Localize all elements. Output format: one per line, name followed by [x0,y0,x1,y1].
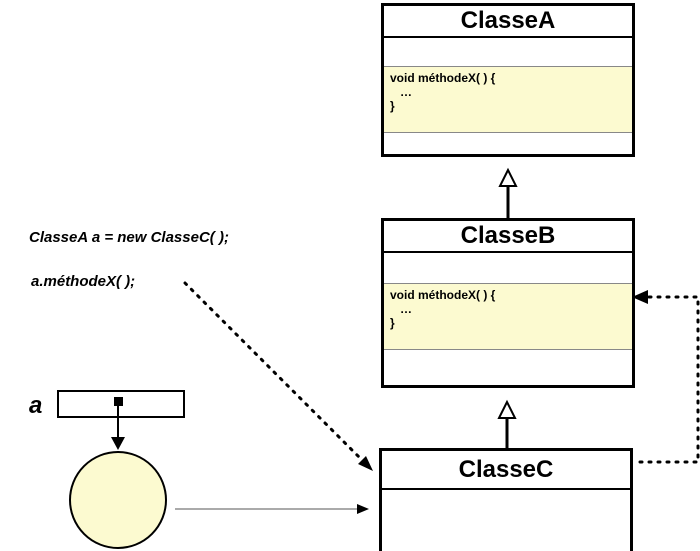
class-a-name: ClasseA [384,6,632,38]
inheritance-arrow-b-to-a [498,167,518,218]
code-method-call: a.méthodeX( ); [31,273,136,290]
class-a-box: ClasseA void méthodeX( ) { … } [381,3,635,157]
reference-dot [114,397,123,406]
code-declaration: ClasseA a = new ClasseC( ); [29,229,229,246]
class-b-method: void méthodeX( ) { … } [384,284,632,350]
class-b-method-close: } [390,316,395,330]
call-arrow [183,281,373,471]
dispatch-arrow [632,290,700,464]
class-b-name: ClasseB [384,221,632,253]
class-c-name: ClasseC [382,451,630,490]
class-c-box: ClasseC [379,448,633,551]
class-a-method-signature: void méthodeX( ) { [390,71,496,85]
inheritance-arrow-c-to-b [497,399,517,448]
reference-arrow [111,406,125,450]
class-a-method-body: … [400,85,412,99]
object-instance [69,451,167,549]
class-b-method-signature: void méthodeX( ) { [390,288,496,302]
class-b-method-body: … [400,302,412,316]
class-a-attributes [384,38,632,67]
class-a-method-close: } [390,99,395,113]
class-b-box: ClasseB void méthodeX( ) { … } [381,218,635,388]
instance-of-arrow [175,504,369,514]
class-a-method: void méthodeX( ) { … } [384,67,632,133]
class-b-attributes [384,253,632,284]
variable-label: a [29,392,43,419]
